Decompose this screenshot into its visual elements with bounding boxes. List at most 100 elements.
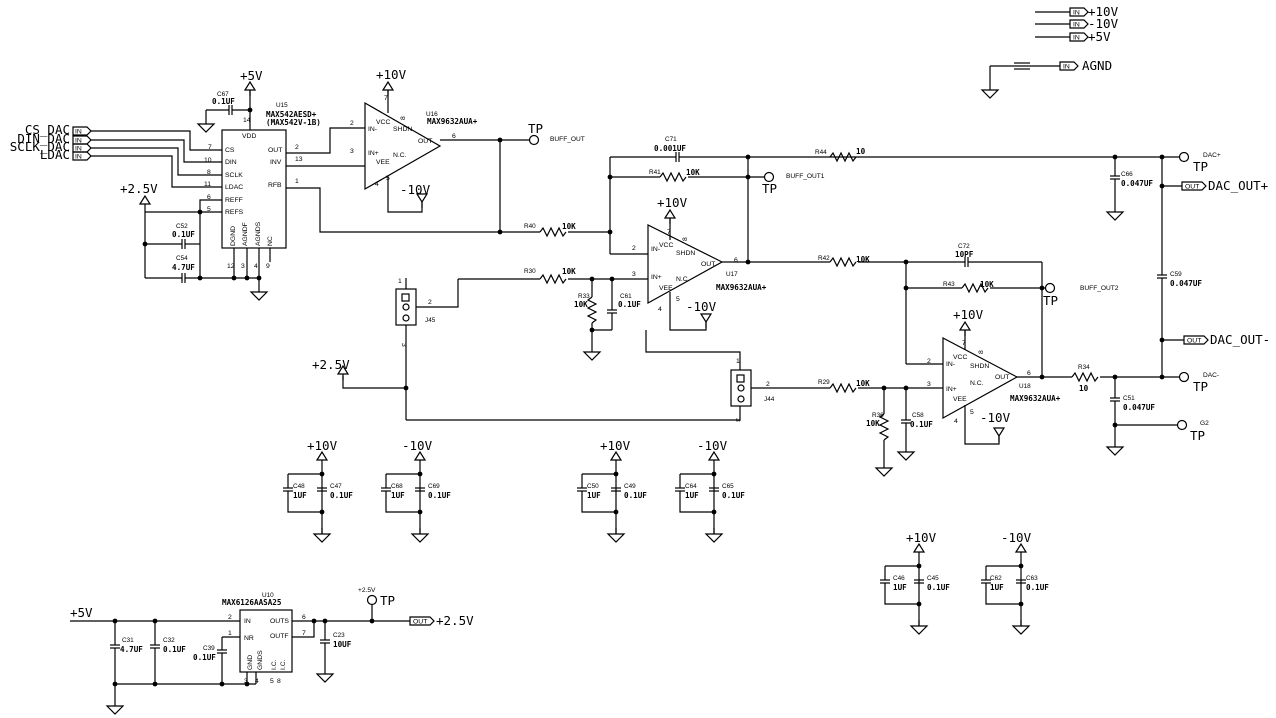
u15-pin-num: 1: [295, 178, 299, 185]
jumper-pin-num: 1: [736, 358, 740, 365]
j45-ref: J45: [425, 317, 436, 324]
c51-value: 0.047UF: [1123, 403, 1155, 412]
u10-pin-outs: OUTS: [270, 618, 289, 625]
u15-pin-out: OUT: [268, 147, 282, 154]
c61-value: 0.1UF: [618, 300, 641, 309]
opamp-pin-num: 4: [954, 418, 958, 425]
r36-value: 10K: [866, 419, 880, 428]
testpoint-label: TP: [1193, 379, 1208, 394]
jumper-pin-num: 1: [398, 278, 402, 285]
din-dac-label: DIN_DAC: [17, 131, 70, 146]
c39-ref: C39: [203, 645, 215, 652]
c59-ref: C59: [1170, 271, 1182, 278]
u18-part: MAX9632AUA+: [1010, 394, 1061, 403]
c32-value: 0.1UF: [163, 645, 186, 654]
testpoint-label: TP: [1193, 159, 1208, 174]
u10-part: MAX6126AASA25: [222, 598, 282, 607]
c52-ref: C52: [176, 223, 188, 230]
sclk-dac-label: SCLK_DAC: [10, 139, 70, 154]
u10-pin-num: 7: [302, 630, 306, 637]
u15-pin-inv: INV: [270, 159, 282, 166]
power-label-p5: +5V: [240, 68, 263, 83]
opamp-pin-vee: VEE: [376, 159, 390, 166]
opamp-pin-inm: IN-: [651, 246, 660, 253]
c47-value: 0.1UF: [330, 491, 353, 500]
c59-value: 0.047UF: [1170, 279, 1202, 288]
r30-ref: R30: [524, 268, 536, 275]
port-in-label: IN: [75, 138, 82, 145]
u10-pin-num: 8: [277, 678, 281, 685]
opamp-pin-nc: N.C.: [970, 380, 984, 387]
c65-ref: C65: [722, 483, 734, 490]
opamp-pin-num: 7: [962, 340, 966, 347]
c65-value: 0.1UF: [722, 491, 745, 500]
u10-pin-num: 4: [255, 678, 259, 685]
u10-pin-num: 2: [228, 614, 232, 621]
opamp-pin-num: 6: [452, 133, 456, 140]
u10-pin-ic: I.C.: [280, 659, 287, 670]
port-out-label: OUT: [1185, 184, 1199, 191]
power-label-p10: +10V: [307, 438, 338, 453]
port-out-label: OUT: [413, 619, 427, 626]
port-in-label: IN: [1073, 22, 1080, 29]
opamp-pin-out: OUT: [418, 138, 432, 145]
rail-port-label: +10V: [1088, 4, 1119, 19]
opamp-pin-num: 4: [658, 306, 662, 313]
testpoint-label: TP: [762, 181, 777, 196]
r41-value: 10K: [686, 168, 700, 177]
c49-value: 0.1UF: [624, 491, 647, 500]
opamp-pin-num: 5: [676, 296, 680, 303]
u15-pin-ldac: LDAC: [225, 184, 243, 191]
r36-ref: R36: [872, 412, 884, 419]
opamp-pin-num: 3: [927, 381, 931, 388]
u15-pin-dgnd: DGND: [230, 226, 237, 246]
opamp-pin-shdn: SHDN: [676, 250, 695, 257]
agnd-port-label: AGND: [1082, 58, 1112, 73]
c50-ref: C50: [587, 483, 599, 490]
u15-ref: U15: [276, 102, 288, 109]
power-label-n10: -10V: [1001, 530, 1032, 545]
power-label-p10: +10V: [953, 307, 984, 322]
opamp-pin-inp: IN+: [368, 150, 379, 157]
r34-ref: R34: [1078, 364, 1090, 371]
testpoint-label: TP: [380, 593, 395, 608]
c68-value: 1UF: [391, 491, 405, 500]
u15-alt-part: (MAX542V-1B): [266, 118, 321, 127]
u15-pin-num: 14: [243, 117, 251, 124]
c50-value: 1UF: [587, 491, 601, 500]
r40-ref: R40: [524, 223, 536, 230]
u10-pin-gnds: GNDS: [257, 650, 264, 670]
opamp-pin-nc: N.C.: [676, 276, 690, 283]
r43-ref: R43: [943, 281, 955, 288]
u15-pin-num: 2: [295, 144, 299, 151]
u15-pin-vdd: VDD: [242, 133, 256, 140]
u18-ref: U18: [1019, 383, 1031, 390]
c69-ref: C69: [428, 483, 440, 490]
u15-pin-nc: NC: [267, 236, 274, 246]
c47-ref: C47: [330, 483, 342, 490]
u15-pin-num: 6: [207, 194, 211, 201]
c72-ref: C72: [958, 243, 970, 250]
u15-pin-num: 13: [295, 156, 303, 163]
u10-pin-num: 5: [270, 678, 274, 685]
u15-pin-agnds: AGNDS: [255, 221, 262, 246]
cs-dac-label: CS_DAC: [25, 122, 70, 137]
u16-part: MAX9632AUA+: [427, 117, 478, 126]
opamp-pin-inm: IN-: [368, 126, 377, 133]
opamp-pin-vee: VEE: [953, 396, 967, 403]
power-label-p5: +5V: [70, 605, 93, 620]
power-label-n10: -10V: [686, 299, 717, 314]
u10-pin-outf: OUTF: [270, 633, 289, 640]
r44-ref: R44: [815, 149, 827, 156]
opamp-pin-vcc: VCC: [659, 242, 673, 249]
r41-ref: R41: [649, 169, 661, 176]
opamp-pin-num: 5: [970, 409, 974, 416]
testpoint-label: TP: [1043, 293, 1058, 308]
u15-pin-num: 5: [207, 206, 211, 213]
testpoint-label: TP: [1190, 428, 1205, 443]
c23-ref: C23: [333, 632, 345, 639]
u15-dac-chip: [221, 129, 287, 249]
c62-value: 1UF: [990, 583, 1004, 592]
opamp-pin-num: 2: [632, 245, 636, 252]
